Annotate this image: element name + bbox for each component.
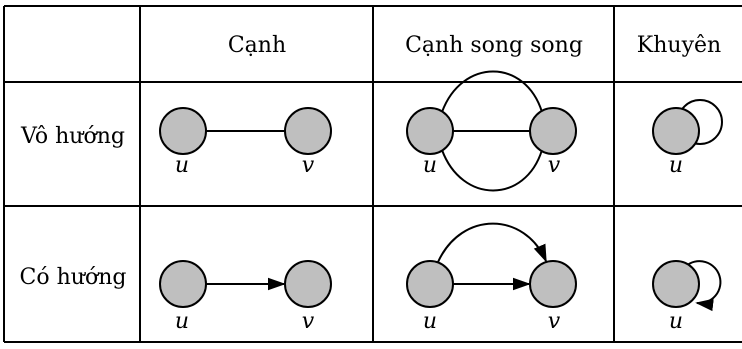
edge-arc-bottom [441, 149, 543, 192]
node-u-label: u [669, 153, 683, 178]
undirected-parallel-edges-diagram: u v [406, 70, 577, 192]
node-u-label: u [175, 153, 189, 178]
directed-parallel-edges-diagram: u v [406, 222, 577, 334]
row-header-undirected: Vô hướng [20, 124, 125, 149]
column-header-edge: Cạnh [228, 33, 286, 58]
node-v [529, 260, 577, 308]
directed-edge-diagram: u v [159, 260, 332, 334]
row-header-directed: Có hướng [20, 265, 127, 290]
node-u-label: u [423, 153, 437, 178]
directed-loop-diagram: u [652, 260, 722, 334]
node-v-label: v [302, 153, 315, 178]
node-u [159, 107, 207, 155]
node-v [284, 260, 332, 308]
node-v [529, 107, 577, 155]
node-u [159, 260, 207, 308]
node-u-label: u [175, 309, 189, 334]
edge-arc-top [441, 70, 543, 113]
node-v-label: v [548, 153, 561, 178]
node-u-label: u [669, 309, 683, 334]
undirected-edge-diagram: u v [159, 107, 332, 178]
edge-arrow-curved [437, 222, 547, 263]
node-v-label: v [302, 309, 315, 334]
node-u [652, 260, 700, 308]
column-header-parallel-edge: Cạnh song song [405, 33, 583, 58]
node-v [284, 107, 332, 155]
node-u-label: u [423, 309, 437, 334]
node-u [406, 107, 454, 155]
node-u [652, 107, 700, 155]
table-grid [3, 5, 742, 343]
loop-arrow [685, 260, 722, 312]
column-header-loop: Khuyên [637, 33, 721, 58]
node-u [406, 260, 454, 308]
undirected-loop-diagram: u [652, 99, 723, 178]
node-v-label: v [548, 309, 561, 334]
